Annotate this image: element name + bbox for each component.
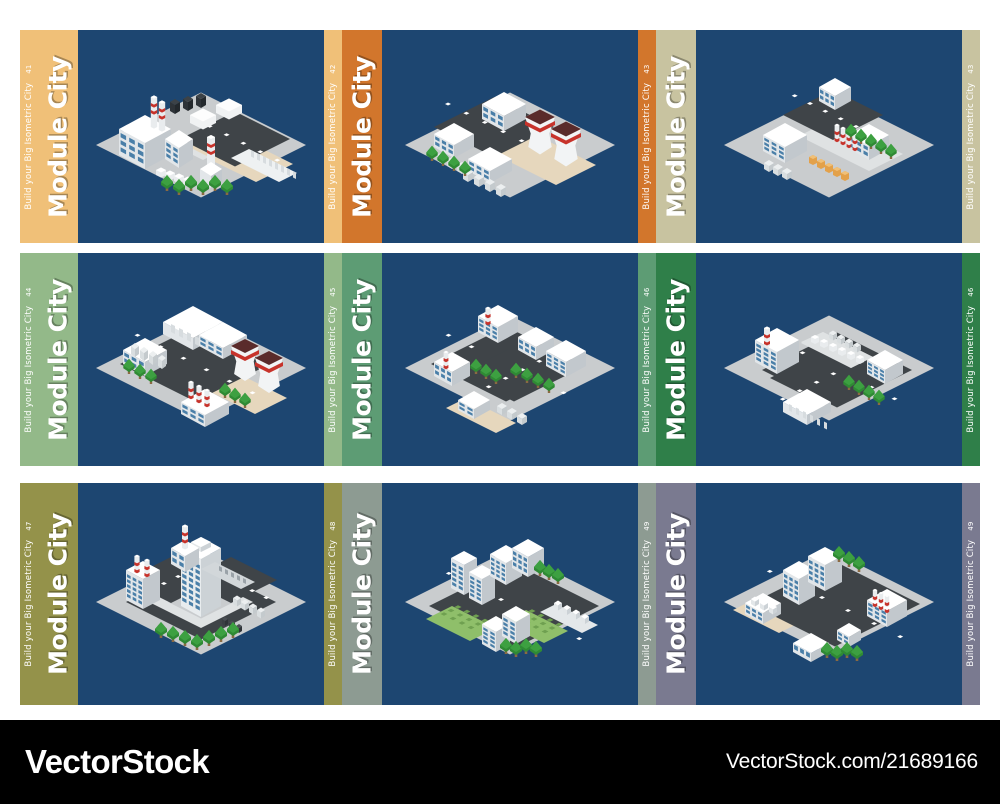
tagline-text: Build your Big Isometric City — [328, 82, 339, 210]
tagline-text: Build your Big Isometric City — [24, 305, 34, 433]
tagline-text: Build your Big Isometric City — [642, 539, 653, 667]
city-panel[interactable]: Build your Big Isometric City 49 Module Ci… — [638, 483, 962, 705]
tagline-text: Build your Big Isometric City — [642, 305, 653, 433]
module-city-title-bar: Module City — [342, 253, 383, 466]
vectorstock-logo: VectorStock — [25, 743, 210, 780]
panel-row: Build your Big Isometric City 41 Module Ci… — [20, 30, 980, 243]
module-city-title: Module City — [661, 513, 691, 675]
tagline-strip: Build your Big Isometric City 48 — [324, 483, 343, 705]
isometric-city-illustration — [696, 483, 962, 705]
city-panel[interactable]: Build your Big Isometric City 48 Module Ci… — [324, 483, 639, 705]
panel-number: 47 — [25, 521, 33, 531]
tagline-strip: Build your Big Isometric City 44 — [20, 253, 38, 466]
module-city-title-bar: Module City — [38, 30, 78, 243]
tagline-strip: Build your Big Isometric City 49 — [962, 483, 980, 705]
tagline-strip: Build your Big Isometric City 45 — [324, 253, 343, 466]
tagline-text: Build your Big Isometric City — [24, 82, 34, 210]
tagline-text-wrap: Build your Big Isometric City 46 — [966, 287, 976, 432]
module-city-title: Module City — [347, 278, 377, 441]
module-city-title: Module City — [43, 278, 73, 441]
panel-number: 41 — [25, 63, 33, 74]
isometric-city-illustration — [78, 483, 325, 705]
panel-number: 43 — [643, 63, 652, 74]
panel-number: 42 — [329, 63, 338, 74]
tagline-text-wrap: Build your Big Isometric City 41 — [24, 64, 34, 209]
tagline-strip: Build your Big Isometric City 43 — [962, 30, 980, 243]
tagline-strip: Build your Big Isometric City 41 — [20, 30, 38, 243]
tagline-strip: Build your Big Isometric City 46 — [638, 253, 657, 466]
tagline-text: Build your Big Isometric City — [24, 539, 34, 667]
tagline-strip: Build your Big Isometric City 49 — [638, 483, 657, 705]
tagline-text: Build your Big Isometric City — [642, 82, 653, 210]
module-city-title-bar: Module City — [38, 253, 78, 466]
module-city-title-bar: Module City — [342, 483, 383, 705]
tagline-text: Build your Big Isometric City — [966, 305, 976, 433]
city-panel[interactable]: Build your Big Isometric City 46 Module Ci… — [638, 253, 962, 466]
tagline-text: Build your Big Isometric City — [966, 539, 976, 667]
panel-row: Build your Big Isometric City 44 Module Ci… — [20, 253, 980, 466]
panel-number: 49 — [643, 521, 652, 531]
panel-number: 46 — [643, 286, 652, 297]
city-panel[interactable]: Build your Big Isometric City 43 Module Ci… — [638, 30, 962, 243]
isometric-city-illustration — [78, 253, 325, 466]
module-city-title: Module City — [43, 55, 73, 218]
tagline-strip: Build your Big Isometric City 46 — [962, 253, 980, 466]
tagline-text-wrap: Build your Big Isometric City 49 — [966, 521, 976, 666]
isometric-city-illustration — [696, 30, 962, 243]
module-city-title: Module City — [661, 55, 691, 218]
city-panel[interactable]: Build your Big Isometric City 45 Module Ci… — [324, 253, 639, 466]
module-city-title: Module City — [347, 513, 377, 675]
panel-row: Build your Big Isometric City 47 Module Ci… — [20, 483, 980, 705]
city-panel[interactable]: Build your Big Isometric City 41 Module Ci… — [20, 30, 325, 243]
tagline-text-wrap: Build your Big Isometric City 46 — [642, 287, 652, 432]
module-city-title-bar: Module City — [656, 483, 697, 705]
module-city-title-bar: Module City — [38, 483, 78, 705]
tagline-text: Build your Big Isometric City — [966, 82, 976, 210]
module-city-title: Module City — [43, 513, 73, 675]
tagline-text-wrap: Build your Big Isometric City 43 — [642, 64, 652, 209]
isometric-city-illustration — [382, 30, 639, 243]
tagline-strip: Build your Big Isometric City 43 — [638, 30, 657, 243]
isometric-city-illustration — [696, 253, 962, 466]
tagline-text-wrap: Build your Big Isometric City 43 — [966, 64, 976, 209]
panel-number: 44 — [25, 286, 33, 297]
module-city-title-bar: Module City — [342, 30, 383, 243]
isometric-city-illustration — [78, 30, 325, 243]
tagline-text-wrap: Build your Big Isometric City 48 — [328, 521, 338, 666]
tagline-strip: Build your Big Isometric City 42 — [324, 30, 343, 243]
panel-number: 45 — [329, 286, 338, 297]
tagline-text-wrap: Build your Big Isometric City 42 — [328, 64, 338, 209]
module-city-title: Module City — [347, 55, 377, 218]
tagline-strip: Build your Big Isometric City 47 — [20, 483, 38, 705]
tagline-text-wrap: Build your Big Isometric City 49 — [642, 521, 652, 666]
vectorstock-url: VectorStock.com/21689166 — [725, 750, 978, 773]
panel-number: 43 — [967, 63, 975, 74]
module-city-title: Module City — [661, 278, 691, 441]
footer-bar: VectorStock VectorStock.com/21689166 — [0, 720, 1000, 804]
tagline-text: Build your Big Isometric City — [328, 305, 339, 433]
panel-number: 49 — [967, 521, 975, 531]
city-panel[interactable]: Build your Big Isometric City 42 Module Ci… — [324, 30, 639, 243]
module-city-title-bar: Module City — [656, 253, 697, 466]
isometric-city-illustration — [382, 253, 639, 466]
panel-number: 46 — [967, 286, 975, 297]
isometric-city-illustration — [382, 483, 639, 705]
city-panel[interactable]: Build your Big Isometric City 47 Module Ci… — [20, 483, 325, 705]
panel-number: 48 — [329, 521, 338, 531]
city-panel[interactable]: Build your Big Isometric City 44 Module Ci… — [20, 253, 325, 466]
module-city-title-bar: Module City — [656, 30, 697, 243]
tagline-text: Build your Big Isometric City — [328, 539, 339, 667]
tagline-text-wrap: Build your Big Isometric City 45 — [328, 287, 338, 432]
tagline-text-wrap: Build your Big Isometric City 47 — [24, 521, 34, 666]
tagline-text-wrap: Build your Big Isometric City 44 — [24, 287, 34, 432]
